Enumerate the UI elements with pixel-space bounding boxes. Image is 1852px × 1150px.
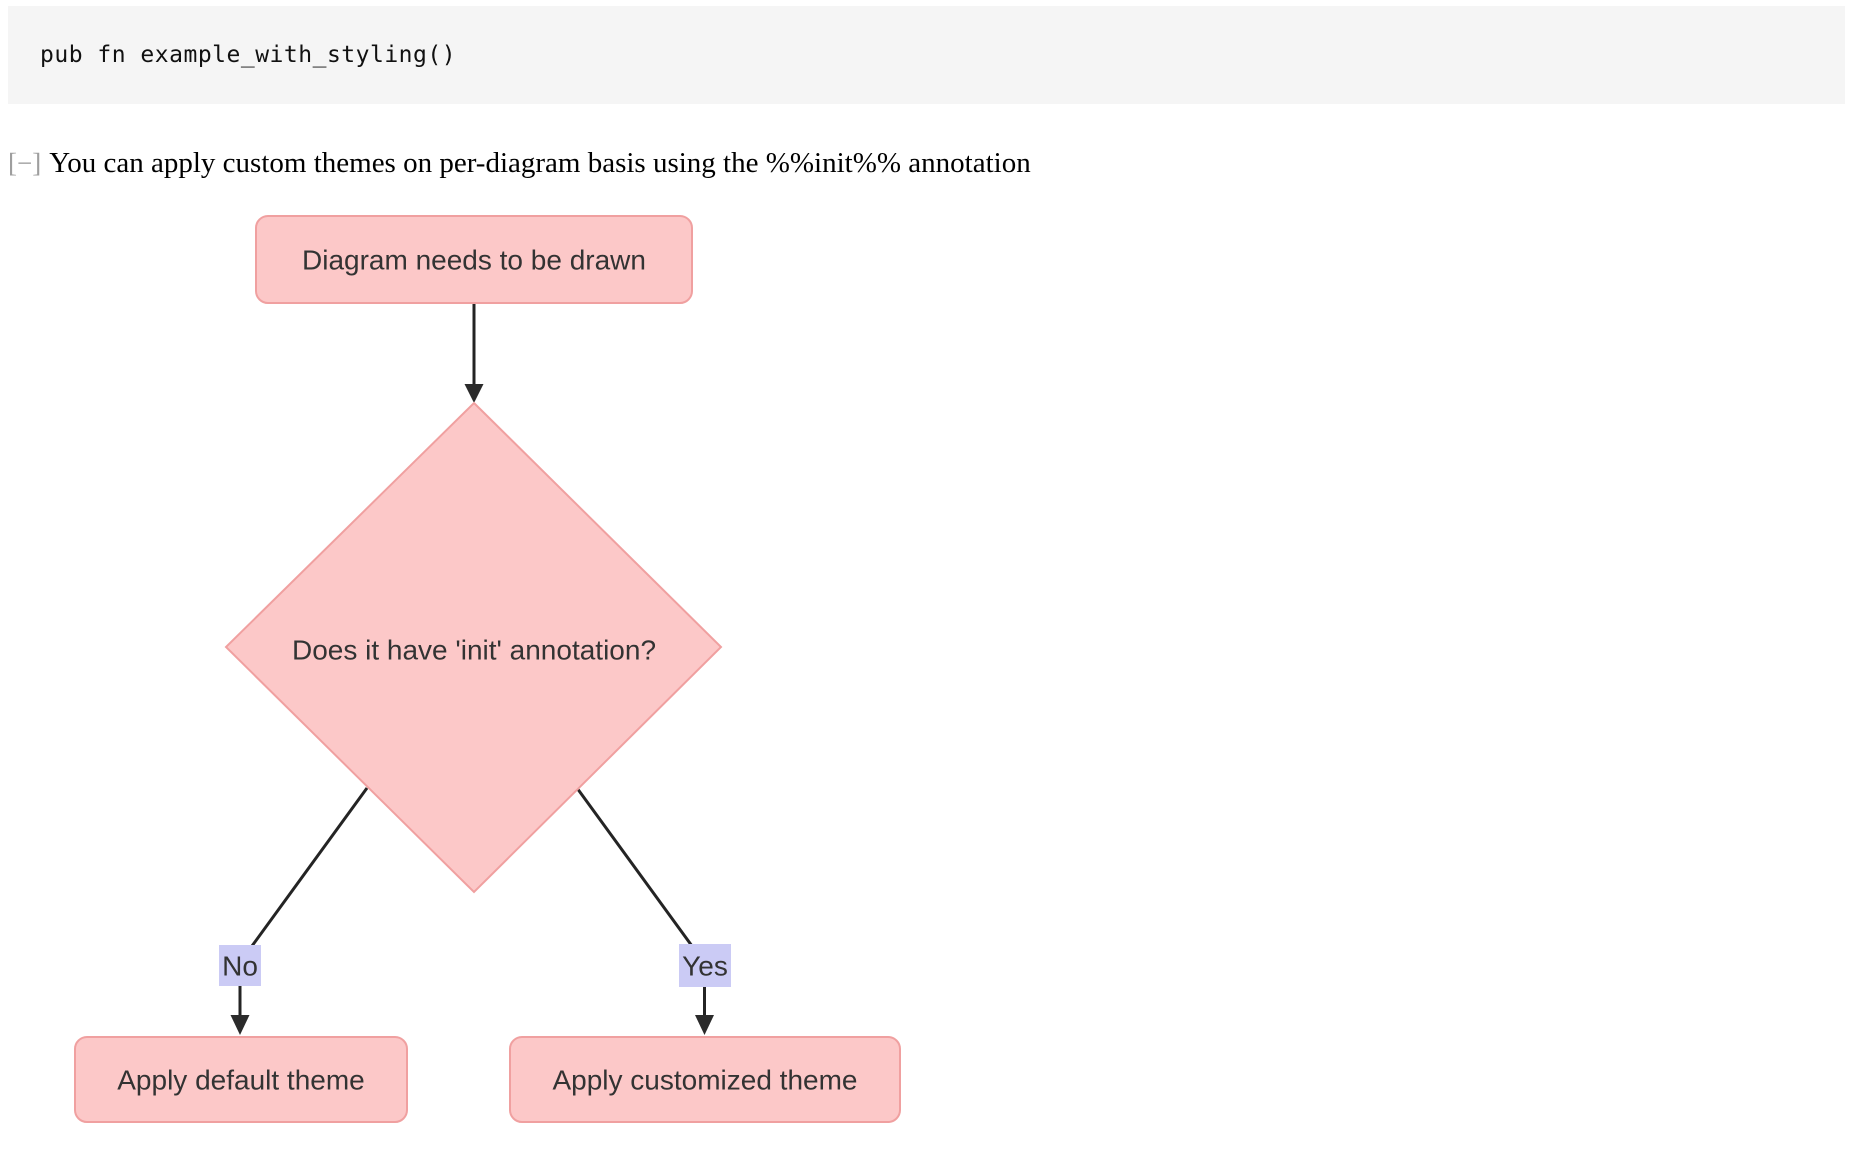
node-default-theme-label: Apply default theme <box>117 1065 365 1096</box>
arrowhead-custom <box>695 1015 714 1035</box>
function-signature-block: pub fn example_with_styling() <box>8 6 1845 104</box>
collapse-toggle[interactable]: [−] <box>8 148 42 178</box>
arrowhead-decision <box>464 384 484 403</box>
flowchart-diagram: Diagram needs to be drawn Does it have '… <box>0 200 950 1150</box>
edge-label-no-bg <box>219 945 261 986</box>
node-decision-label: Does it have 'init' annotation? <box>292 635 656 666</box>
doc-summary-line: [−]You can apply custom themes on per-di… <box>8 144 1808 182</box>
node-customized-theme <box>509 1036 901 1123</box>
node-decision <box>224 401 723 894</box>
edge-label-no: No <box>222 951 258 982</box>
doc-summary-text: You can apply custom themes on per-diagr… <box>49 147 1031 179</box>
edge-label-yes-bg <box>679 944 731 987</box>
edge-label-yes: Yes <box>682 951 728 982</box>
node-default-theme <box>74 1036 408 1123</box>
node-start-label: Diagram needs to be drawn <box>302 245 646 276</box>
node-customized-theme-label: Apply customized theme <box>552 1065 857 1096</box>
node-start <box>255 215 693 304</box>
arrowhead-default <box>230 1015 250 1035</box>
function-signature: pub fn example_with_styling() <box>40 42 457 68</box>
